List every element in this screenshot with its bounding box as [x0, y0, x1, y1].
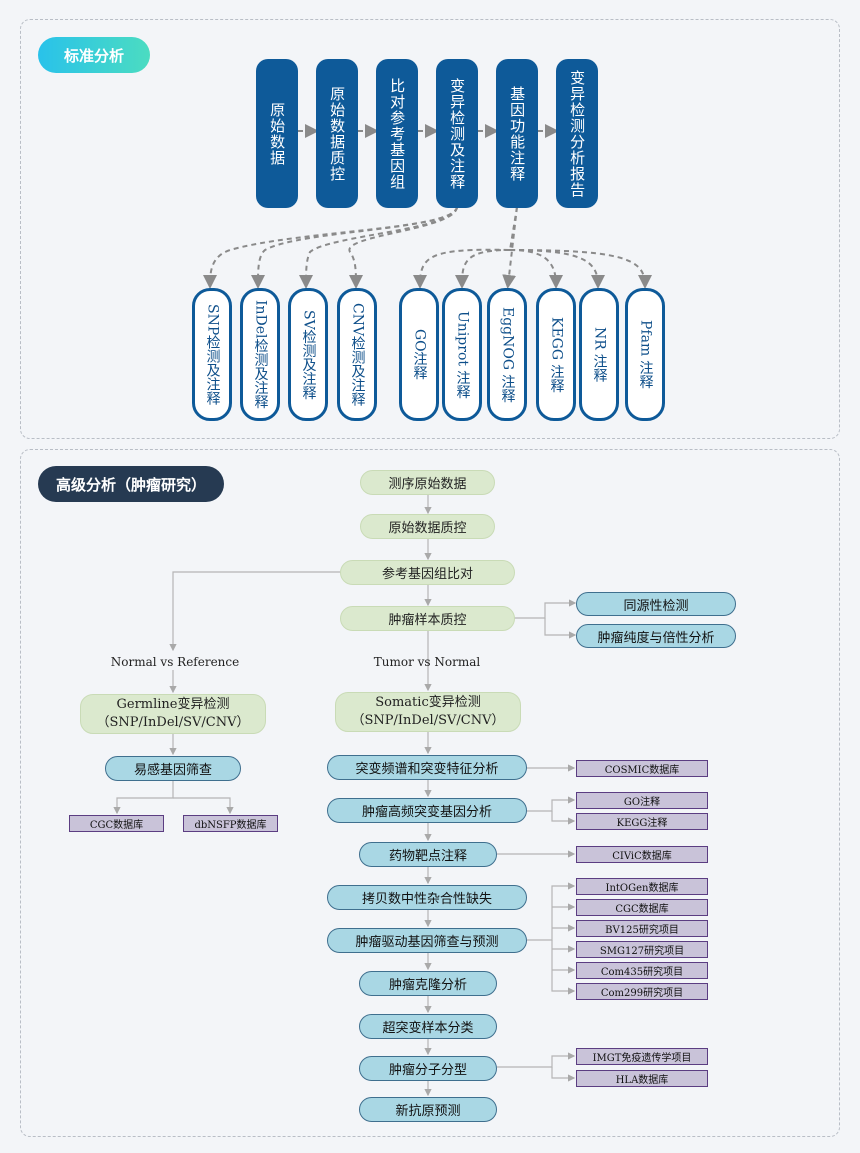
germline-variant-detection: Germline变异检测 （SNP/InDel/SV/CNV）	[80, 694, 266, 734]
output-cnv: CNV检测及注释	[337, 288, 377, 421]
db-com435: Com435研究项目	[576, 962, 708, 979]
output-go: GO注释	[399, 288, 439, 421]
output-kegg: KEGG 注释	[536, 288, 576, 421]
step-raw-data-qc: 原始数据质控	[360, 514, 495, 539]
pipeline-report: 变异检测分析报告	[556, 59, 598, 208]
step-drug-target: 药物靶点注释	[359, 842, 497, 867]
pipeline-variant-detection: 变异检测及注释	[436, 59, 478, 208]
db-kegg: KEGG注释	[576, 813, 708, 830]
germline-types: （SNP/InDel/SV/CNV）	[96, 715, 250, 730]
db-bv125: BV125研究项目	[576, 920, 708, 937]
db-imgt: IMGT免疫遗传学项目	[576, 1048, 708, 1065]
step-neoantigen: 新抗原预测	[359, 1097, 497, 1122]
step-tumor-sample-qc: 肿瘤样本质控	[340, 606, 515, 631]
standard-analysis-badge: 标准分析	[38, 37, 150, 73]
pipeline-raw-data: 原始数据	[256, 59, 298, 208]
output-purity-ploidy: 肿瘤纯度与倍性分析	[576, 624, 736, 648]
susceptibility-gene-screening: 易感基因筛查	[105, 756, 241, 781]
step-clonal-analysis: 肿瘤克隆分析	[359, 971, 497, 996]
output-uniprot: Uniprot 注释	[442, 288, 482, 421]
step-hypermutation: 超突变样本分类	[359, 1014, 497, 1039]
output-snp: SNP检测及注释	[192, 288, 232, 421]
db-cosmic: COSMIC数据库	[576, 760, 708, 777]
db-civic: CIViC数据库	[576, 846, 708, 863]
output-indel: InDel检测及注释	[240, 288, 280, 421]
db-go: GO注释	[576, 792, 708, 809]
step-cn-loh: 拷贝数中性杂合性缺失	[327, 885, 527, 910]
db-intogen: IntOGen数据库	[576, 878, 708, 895]
somatic-title: Somatic变异检测	[375, 695, 481, 711]
step-high-freq-mutation: 肿瘤高频突变基因分析	[327, 798, 527, 823]
somatic-types: （SNP/InDel/SV/CNV）	[351, 713, 505, 728]
step-raw-sequencing-data: 测序原始数据	[360, 470, 495, 495]
pipeline-raw-qc: 原始数据质控	[316, 59, 358, 208]
step-driver-gene: 肿瘤驱动基因筛查与预测	[327, 928, 527, 953]
db-cgc: CGC数据库	[576, 899, 708, 916]
advanced-analysis-badge: 高级分析（肿瘤研究）	[38, 466, 224, 502]
output-nr: NR 注释	[579, 288, 619, 421]
step-mutation-spectrum: 突变频谱和突变特征分析	[327, 755, 527, 780]
output-eggnog: EggNOG 注释	[487, 288, 527, 421]
db-dbnsfp: dbNSFP数据库	[183, 815, 278, 832]
db-smg127: SMG127研究项目	[576, 941, 708, 958]
db-hla: HLA数据库	[576, 1070, 708, 1087]
step-reference-alignment: 参考基因组比对	[340, 560, 515, 585]
pipeline-align-reference: 比对参考基因组	[376, 59, 418, 208]
db-cgc-germline: CGC数据库	[69, 815, 164, 832]
output-homology-check: 同源性检测	[576, 592, 736, 616]
label-tumor-vs-normal: Tumor vs Normal	[373, 655, 481, 669]
label-normal-vs-reference: Normal vs Reference	[110, 655, 240, 669]
somatic-variant-detection: Somatic变异检测 （SNP/InDel/SV/CNV）	[335, 692, 521, 732]
db-com299: Com299研究项目	[576, 983, 708, 1000]
step-molecular-subtype: 肿瘤分子分型	[359, 1056, 497, 1081]
output-sv: SV检测及注释	[288, 288, 328, 421]
germline-title: Germline变异检测	[116, 697, 230, 713]
pipeline-gene-function: 基因功能注释	[496, 59, 538, 208]
output-pfam: Pfam 注释	[625, 288, 665, 421]
